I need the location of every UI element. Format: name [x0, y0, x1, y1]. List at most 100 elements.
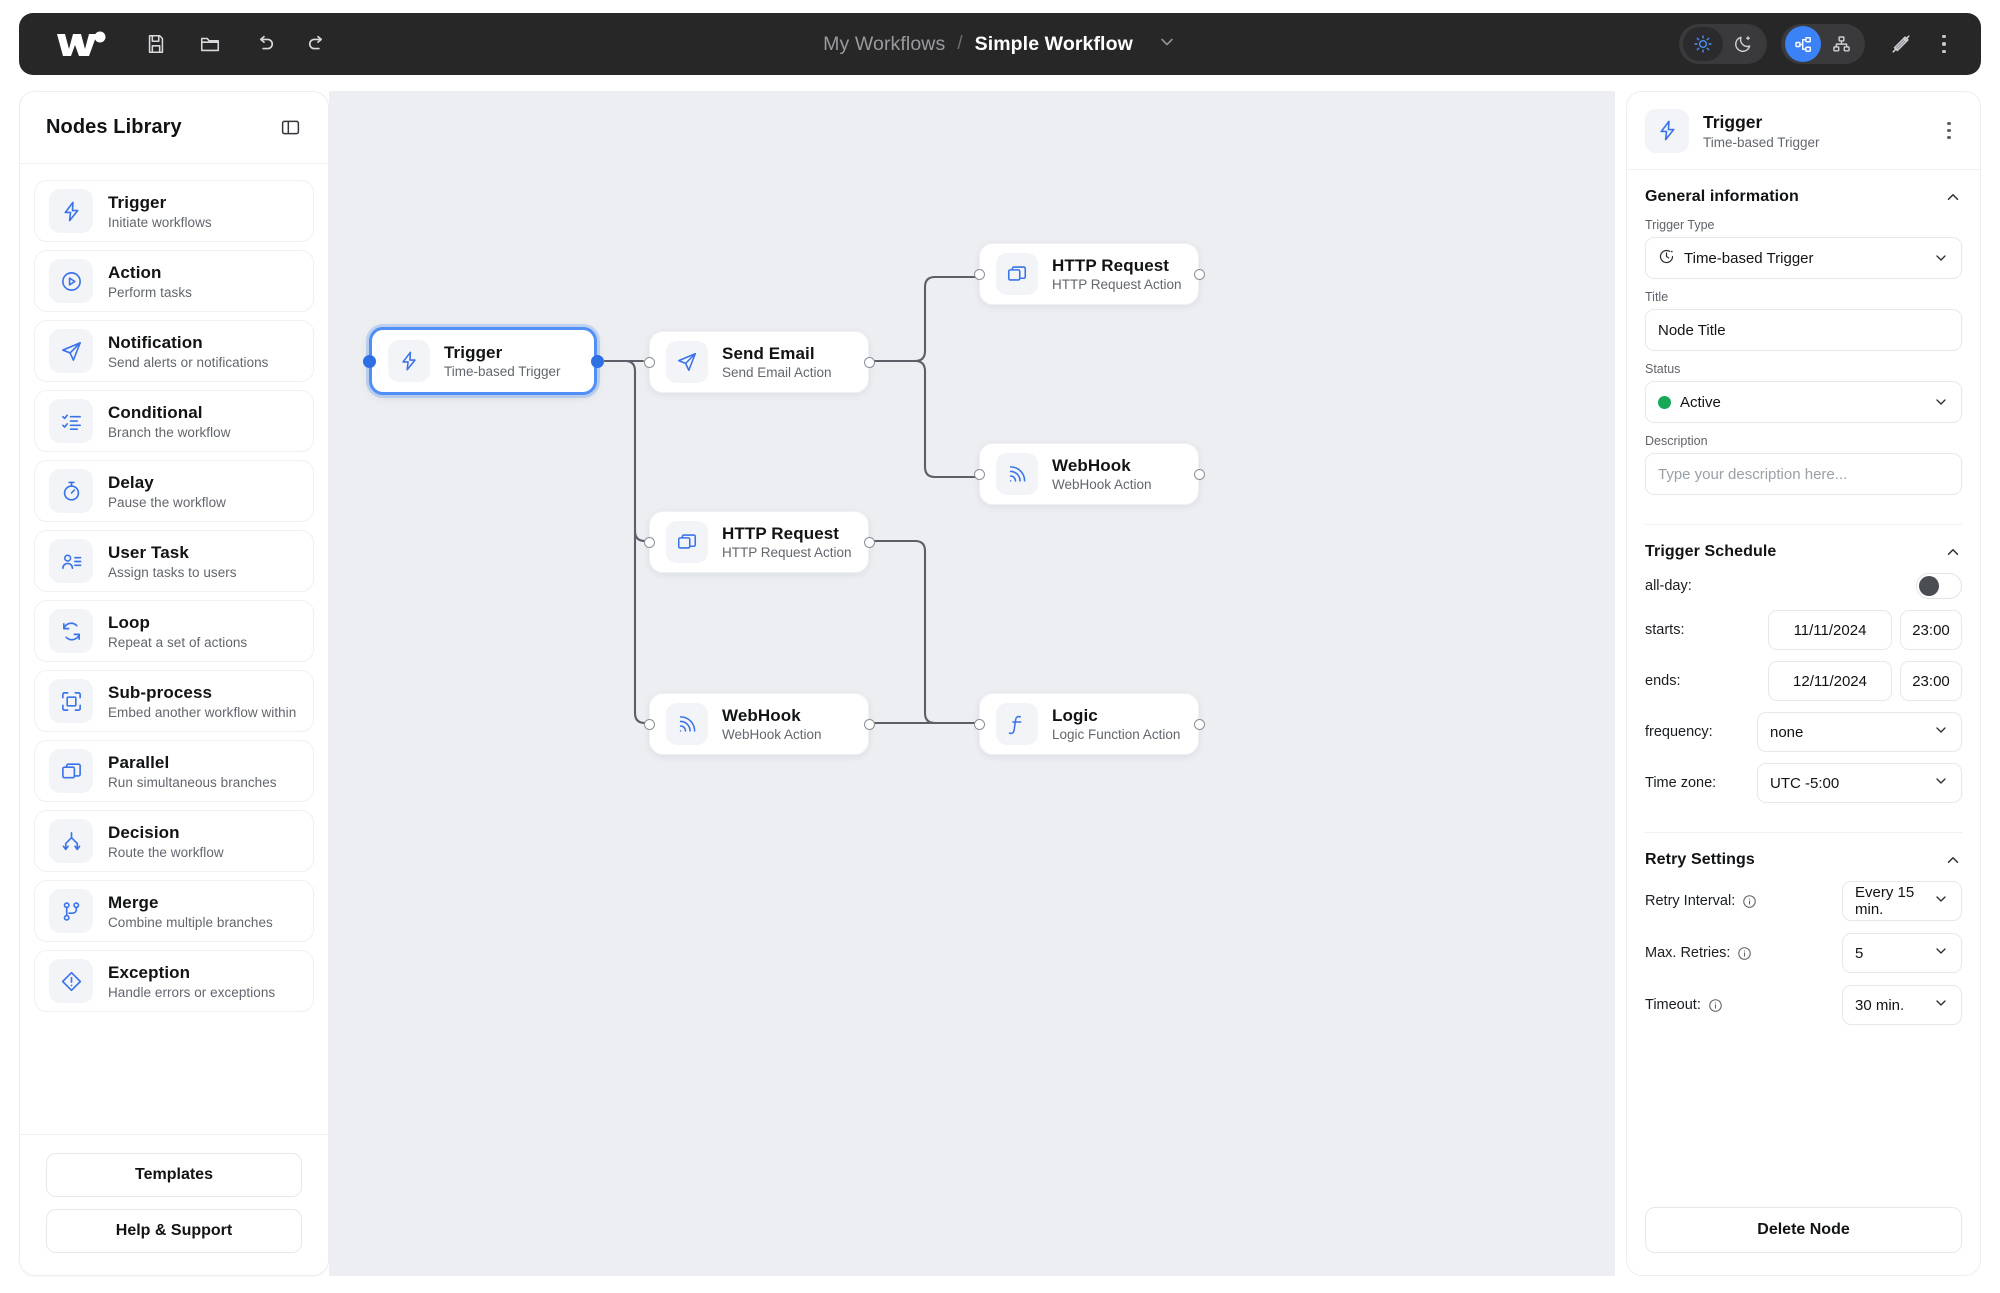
save-icon[interactable]	[143, 32, 168, 57]
help-support-button[interactable]: Help & Support	[46, 1209, 302, 1253]
magic-wand-off-icon[interactable]	[1881, 24, 1921, 64]
panel-header: Trigger Time-based Trigger	[1627, 92, 1980, 170]
flow-layout-icon[interactable]	[1785, 26, 1821, 62]
redo-icon[interactable]	[305, 32, 330, 57]
row-timeout: Timeout: 30 min.	[1645, 985, 1962, 1025]
chevron-up-icon[interactable]	[1944, 188, 1962, 206]
port-out-logic[interactable]	[1193, 718, 1205, 730]
panel-node-subtitle: Time-based Trigger	[1703, 134, 1820, 150]
library-item-desc: Route the workflow	[108, 844, 224, 860]
port-out-webhook-right[interactable]	[1193, 468, 1205, 480]
trigger-type-select[interactable]: Time-based Trigger	[1645, 237, 1962, 279]
info-icon[interactable]	[1708, 998, 1723, 1013]
port-out-http-request-bottom[interactable]	[863, 536, 875, 548]
port-in-http-request-bottom[interactable]	[643, 536, 655, 548]
section-general-header[interactable]: General information	[1645, 188, 1962, 206]
more-vertical-icon[interactable]	[1927, 24, 1961, 64]
port-out-http-request-top[interactable]	[1193, 268, 1205, 280]
description-input[interactable]: Type your description here...	[1645, 453, 1962, 495]
send-icon	[49, 329, 93, 373]
trigger-type-label: Trigger Type	[1645, 218, 1715, 232]
port-out-webhook-bottom[interactable]	[863, 718, 875, 730]
ends-date-input[interactable]: 12/11/2024	[1768, 661, 1892, 701]
retry-interval-select[interactable]: Every 15 min.	[1842, 881, 1962, 921]
user-list-icon	[49, 539, 93, 583]
starts-time-input[interactable]: 23:00	[1900, 610, 1962, 650]
open-folder-icon[interactable]	[197, 32, 222, 57]
field-trigger-type: Trigger Type Time-based Trigger	[1645, 218, 1962, 279]
diamond-alert-icon	[49, 959, 93, 1003]
section-retry-settings: Retry Settings Retry Interval: Ev	[1645, 833, 1962, 1055]
max-retries-select[interactable]: 5	[1842, 933, 1962, 973]
section-retry-header[interactable]: Retry Settings	[1645, 851, 1962, 869]
timezone-select[interactable]: UTC -5:00	[1757, 763, 1962, 803]
port-in-webhook-bottom[interactable]	[643, 718, 655, 730]
section-schedule-header[interactable]: Trigger Schedule	[1645, 543, 1962, 561]
status-select[interactable]: Active	[1645, 381, 1962, 423]
collapse-panel-icon[interactable]	[278, 116, 302, 140]
port-in-send-email[interactable]	[643, 356, 655, 368]
panel-more-vertical-icon[interactable]	[1936, 121, 1962, 140]
library-item-desc: Repeat a set of actions	[108, 634, 248, 650]
ends-time-input[interactable]: 23:00	[1900, 661, 1962, 701]
chevron-down-icon[interactable]	[1157, 32, 1177, 57]
port-out-send-email[interactable]	[863, 356, 875, 368]
chevron-down-icon	[1933, 394, 1949, 410]
layout-toggle-group	[1781, 24, 1865, 64]
port-out-trigger[interactable]	[590, 354, 604, 368]
port-in-logic[interactable]	[973, 718, 985, 730]
sun-icon[interactable]	[1683, 27, 1723, 61]
timeout-select[interactable]: 30 min.	[1842, 985, 1962, 1025]
flow-node-title: WebHook	[1052, 456, 1131, 475]
flow-node-subtitle: HTTP Request Action	[722, 545, 852, 560]
templates-button[interactable]: Templates	[46, 1153, 302, 1197]
chevron-up-icon[interactable]	[1944, 543, 1962, 561]
info-icon[interactable]	[1742, 894, 1757, 909]
frequency-select[interactable]: none	[1757, 712, 1962, 752]
all-day-toggle[interactable]	[1916, 573, 1962, 599]
description-label: Description	[1645, 434, 1708, 448]
delete-node-button[interactable]: Delete Node	[1645, 1207, 1962, 1253]
layers-icon	[996, 253, 1038, 295]
timeout-label-group: Timeout:	[1645, 997, 1789, 1013]
split-arrows-icon	[49, 819, 93, 863]
node-properties-panel: Trigger Time-based Trigger General infor…	[1626, 91, 1981, 1276]
retry-interval-label: Retry Interval:	[1645, 893, 1736, 909]
timeout-value: 30 min.	[1855, 996, 1905, 1014]
moon-icon[interactable]	[1723, 27, 1763, 61]
workflow-logo[interactable]	[55, 29, 109, 59]
info-icon[interactable]	[1737, 946, 1752, 961]
port-in-trigger[interactable]	[362, 354, 376, 368]
undo-icon[interactable]	[251, 32, 276, 57]
port-in-webhook-right[interactable]	[973, 468, 985, 480]
library-item-label: Notification	[108, 332, 203, 352]
port-in-http-request-top[interactable]	[973, 268, 985, 280]
starts-date-input[interactable]: 11/11/2024	[1768, 610, 1892, 650]
chevron-up-icon[interactable]	[1944, 851, 1962, 869]
breadcrumb-parent[interactable]: My Workflows	[823, 32, 946, 55]
title-input[interactable]: Node Title	[1645, 309, 1962, 351]
tree-layout-icon[interactable]	[1821, 27, 1861, 61]
